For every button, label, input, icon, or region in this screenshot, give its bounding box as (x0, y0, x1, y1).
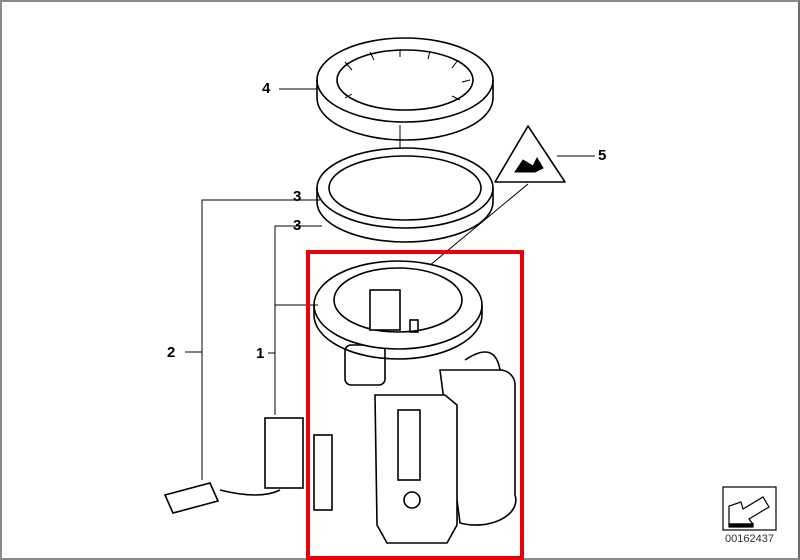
leader-lines (185, 88, 595, 480)
fuel-pump-assembly-part-1[interactable] (313, 260, 517, 544)
document-number: 00162437 (725, 533, 774, 545)
label-part-2: 2 (167, 344, 176, 361)
label-part-4: 4 (262, 80, 271, 97)
highlight-box (306, 250, 524, 560)
label-part-3a: 3 (293, 188, 302, 205)
label-part-5: 5 (598, 147, 607, 164)
lock-ring-part-4[interactable] (316, 37, 494, 141)
view-direction-icon (722, 486, 777, 531)
level-sender-part-2[interactable] (163, 417, 333, 514)
label-part-3b: 3 (293, 217, 302, 234)
seal-ring-part-3[interactable] (316, 147, 494, 243)
warning-label-part-5[interactable] (494, 125, 566, 183)
label-part-1: 1 (256, 345, 265, 362)
